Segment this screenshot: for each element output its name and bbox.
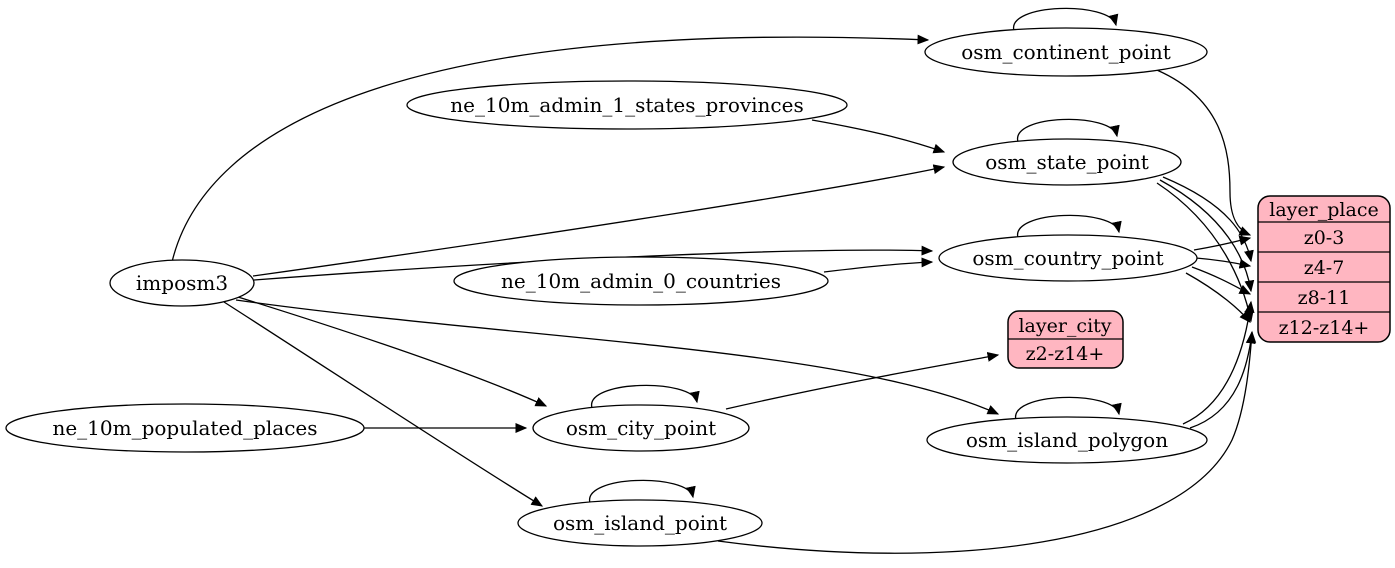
node-osm_island_polygon: osm_island_polygon: [926, 416, 1208, 464]
layer_place-row-z4-7: z4-7: [1304, 257, 1345, 279]
layer_place-box: [1257, 195, 1391, 343]
node-osm_state_point: osm_state_point: [952, 138, 1182, 186]
edge-imposm3-to-osm_state_point: [252, 164, 946, 277]
osm_country_point-label: osm_country_point: [972, 246, 1163, 270]
osm_state_point-ellipse: [952, 138, 1182, 186]
node-osm_continent_point: osm_continent_point: [924, 27, 1208, 77]
edge-osm_country_point-to-layer_place-z0-3: [1193, 235, 1252, 251]
edge-ne_10m_admin_0_countries-to-osm_country_point: [823, 257, 934, 273]
osm_island_polygon-label: osm_island_polygon: [966, 428, 1168, 452]
layer_place-row-z0-3: z0-3: [1304, 227, 1345, 249]
imposm3-label: imposm3: [136, 271, 228, 295]
edge-osm_island_point-to-layer_place-z12-z14: [717, 330, 1257, 554]
osm_island_polygon-ellipse: [926, 416, 1208, 464]
edge-imposm3-to-osm_city_point: [237, 296, 548, 407]
node-osm_island_point: osm_island_point: [517, 499, 763, 547]
edge-osm_state_point-to-layer_place-z8-11: [1159, 179, 1255, 293]
osm_city_point-label: osm_city_point: [566, 416, 716, 440]
edge-osm_state_point-to-layer_place-z4-7: [1162, 176, 1254, 263]
edge-imposm3-to-osm_country_point: [253, 245, 934, 281]
osm_city_point-ellipse: [532, 404, 750, 452]
ne_10m_admin_0_countries-label: ne_10m_admin_0_countries: [501, 269, 781, 293]
node-ne_10m_populated_places: ne_10m_populated_places: [5, 403, 365, 453]
edge-osm_country_point-to-layer_place-z12-z14: [1185, 272, 1251, 323]
node-ne_10m_admin_0_countries: ne_10m_admin_0_countries: [453, 256, 829, 306]
self-loop-osm_city_point: [591, 384, 700, 409]
self-loop-osm_country_point: [1017, 214, 1122, 239]
edge-imposm3-to-osm_island_polygon: [235, 299, 1000, 415]
node-layer_place: layer_place z0-3 z4-7 z8-11 z12-z14+: [1257, 195, 1391, 343]
layer_place-row-z12-z14: z12-z14+: [1279, 317, 1370, 339]
osm_country_point-ellipse: [938, 234, 1198, 282]
node-ne_10m_admin_1_states_provinces: ne_10m_admin_1_states_provinces: [406, 80, 848, 130]
self-loop-osm_continent_point: [1013, 7, 1119, 32]
edge-osm_city_point-to-layer_city-z2-z14: [725, 352, 1000, 410]
layer_place-title: layer_place: [1269, 199, 1378, 221]
layer_city-row-z2-z14: z2-z14+: [1026, 343, 1105, 365]
edge-ne_10m_admin_1_states_provinces-to-osm_state_point: [811, 119, 946, 154]
edge-osm_country_point-to-layer_place-z8-11: [1191, 266, 1252, 295]
ne_10m_admin_1_states_provinces-ellipse: [406, 80, 848, 130]
edge-imposm3-to-osm_island_point: [223, 301, 544, 507]
ne_10m_admin_1_states_provinces-label: ne_10m_admin_1_states_provinces: [450, 93, 803, 117]
edge-layer: [171, 7, 1257, 554]
node-osm_city_point: osm_city_point: [532, 404, 750, 452]
layer_place-row-z8-11: z8-11: [1298, 287, 1351, 309]
edge-imposm3-to-osm_continent_point: [171, 34, 930, 263]
node-osm_country_point: osm_country_point: [938, 234, 1198, 282]
self-loop-osm_state_point: [1017, 118, 1120, 143]
edge-osm_island_polygon-to-layer_place-z8-11: [1182, 300, 1255, 425]
ne_10m_populated_places-ellipse: [5, 403, 365, 453]
osm_continent_point-ellipse: [924, 27, 1208, 77]
self-loop-osm_island_point: [589, 479, 696, 504]
osm_state_point-label: osm_state_point: [985, 150, 1149, 174]
node-layer_city: layer_city z2-z14+: [1007, 310, 1124, 369]
ne_10m_populated_places-label: ne_10m_populated_places: [52, 416, 317, 440]
layer_city-title: layer_city: [1018, 315, 1111, 337]
self-loop-osm_island_polygon: [1015, 396, 1122, 421]
edge-osm_island_polygon-to-layer_place-z12-z14: [1189, 331, 1256, 429]
osm_island_point-label: osm_island_point: [553, 511, 727, 535]
edge-osm_country_point-to-layer_place-z4-7: [1195, 257, 1252, 269]
osm_continent_point-label: osm_continent_point: [961, 40, 1171, 64]
imposm3-ellipse: [109, 259, 255, 307]
ne_10m_admin_0_countries-ellipse: [453, 256, 829, 306]
osm_island_point-ellipse: [517, 499, 763, 547]
edge-osm_continent_point-to-layer_place-z0-3: [1151, 67, 1252, 236]
node-imposm3: imposm3: [109, 259, 255, 307]
